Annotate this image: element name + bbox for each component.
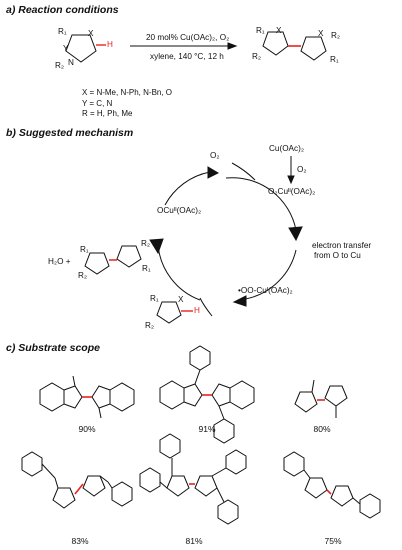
prod-ring-right bbox=[300, 36, 327, 61]
substrate-in-arrow bbox=[199, 297, 213, 317]
sm-n-label: N bbox=[68, 58, 74, 67]
prod-r2-right-label: R₂ bbox=[331, 31, 341, 40]
scope-1-structure bbox=[39, 375, 135, 419]
mech-ocu2-label: OCuᴵᴵ(OAc)₂ bbox=[157, 206, 202, 215]
mech-o2-in-label: O₂ bbox=[210, 151, 220, 160]
scope-3-yield: 80% bbox=[313, 424, 331, 434]
scope-5-structure bbox=[139, 433, 247, 525]
prod-r2-left-label: R₂ bbox=[252, 52, 262, 61]
scope-6-structure bbox=[283, 451, 381, 519]
mech-substrate-ring bbox=[156, 301, 182, 324]
cycle-arc-left bbox=[157, 244, 201, 301]
sm-r2-label: R₂ bbox=[55, 61, 65, 70]
cycle-arrowhead-top bbox=[207, 166, 220, 179]
mech-h2o-label: H₂O + bbox=[48, 257, 71, 266]
section-a-title: a) Reaction conditions bbox=[6, 4, 119, 16]
mech-dimer-r1-right: R₁ bbox=[142, 264, 151, 273]
sm-x-label: X bbox=[88, 29, 94, 38]
scope-2-structure bbox=[159, 345, 255, 444]
mech-o2cu2-label: O₂Cuᴵᴵ(OAc)₂ bbox=[268, 187, 316, 196]
mech-cuoac2-label: Cu(OAc)₂ bbox=[269, 144, 305, 153]
legend-line-x: X = N-Me, N-Ph, N-Bn, O bbox=[82, 88, 173, 97]
mech-et-line1: electron transfer bbox=[312, 241, 372, 250]
legend-line-y: Y = C, N bbox=[82, 98, 113, 108]
scope-2-yield: 91% bbox=[198, 424, 216, 434]
mech-sub-x: X bbox=[178, 295, 184, 304]
section-c-title: c) Substrate scope bbox=[6, 342, 100, 354]
mech-oocu1-label: •OO-Cuᴵ(OAc)₂ bbox=[238, 286, 293, 295]
scope-3-structure bbox=[294, 379, 348, 418]
mech-ring-right bbox=[116, 245, 142, 268]
sm-r1-label: R₁ bbox=[58, 27, 67, 36]
scope-4-yield: 83% bbox=[71, 536, 89, 546]
prod-x-right-label: X bbox=[318, 29, 324, 38]
mech-ring-left bbox=[84, 252, 110, 275]
cycle-arc-right bbox=[225, 177, 297, 231]
sm-ring bbox=[65, 34, 97, 63]
cycle-arrowhead-bottom bbox=[232, 295, 247, 307]
section-b-title: b) Suggested mechanism bbox=[6, 127, 134, 139]
mech-sub-r1: R₁ bbox=[150, 294, 159, 303]
legend-line-r: R = H, Ph, Me bbox=[82, 109, 133, 118]
cycle-arc-bottom bbox=[237, 249, 297, 301]
mech-sub-r2: R₂ bbox=[145, 321, 155, 330]
mech-dimer-r2-right: R₂ bbox=[141, 239, 151, 248]
prod-r1-left-label: R₁ bbox=[256, 26, 265, 35]
mech-dimer-r2-left: R₂ bbox=[78, 271, 88, 280]
scope-5-yield: 81% bbox=[185, 536, 203, 546]
scope-6-yield: 75% bbox=[324, 536, 342, 546]
mech-o2-arrow-label: O₂ bbox=[297, 165, 307, 174]
conditions-bottom: xylene, 140 °C, 12 h bbox=[150, 52, 224, 61]
sm-h-label: H bbox=[107, 40, 113, 49]
prod-x-left-label: X bbox=[276, 26, 282, 35]
mech-dimer-r1-left: R₁ bbox=[80, 245, 89, 254]
scope-1-yield: 90% bbox=[78, 424, 96, 434]
prod-ring-left bbox=[262, 31, 289, 56]
sm-y-label: Y bbox=[63, 44, 69, 53]
reaction-arrowhead bbox=[227, 42, 238, 50]
cycle-arc-top bbox=[164, 171, 211, 206]
cu-oxidation-arrowhead bbox=[287, 175, 295, 185]
scope-4-structure bbox=[21, 451, 133, 509]
o2-in-arrow bbox=[231, 162, 256, 181]
conditions-top: 20 mol% Cu(OAc)₂, O₂ bbox=[146, 33, 230, 42]
reaction-legend: X = N-Me, N-Ph, N-Bn, O Y = C, N R = H, … bbox=[82, 88, 172, 120]
cycle-arrowhead-right bbox=[288, 226, 303, 242]
mech-et-line2: from O to Cu bbox=[314, 251, 361, 260]
mech-sub-h: H bbox=[194, 306, 200, 315]
prod-r1-right-label: R₁ bbox=[330, 55, 339, 64]
cycle-arrowhead-left bbox=[149, 238, 164, 255]
